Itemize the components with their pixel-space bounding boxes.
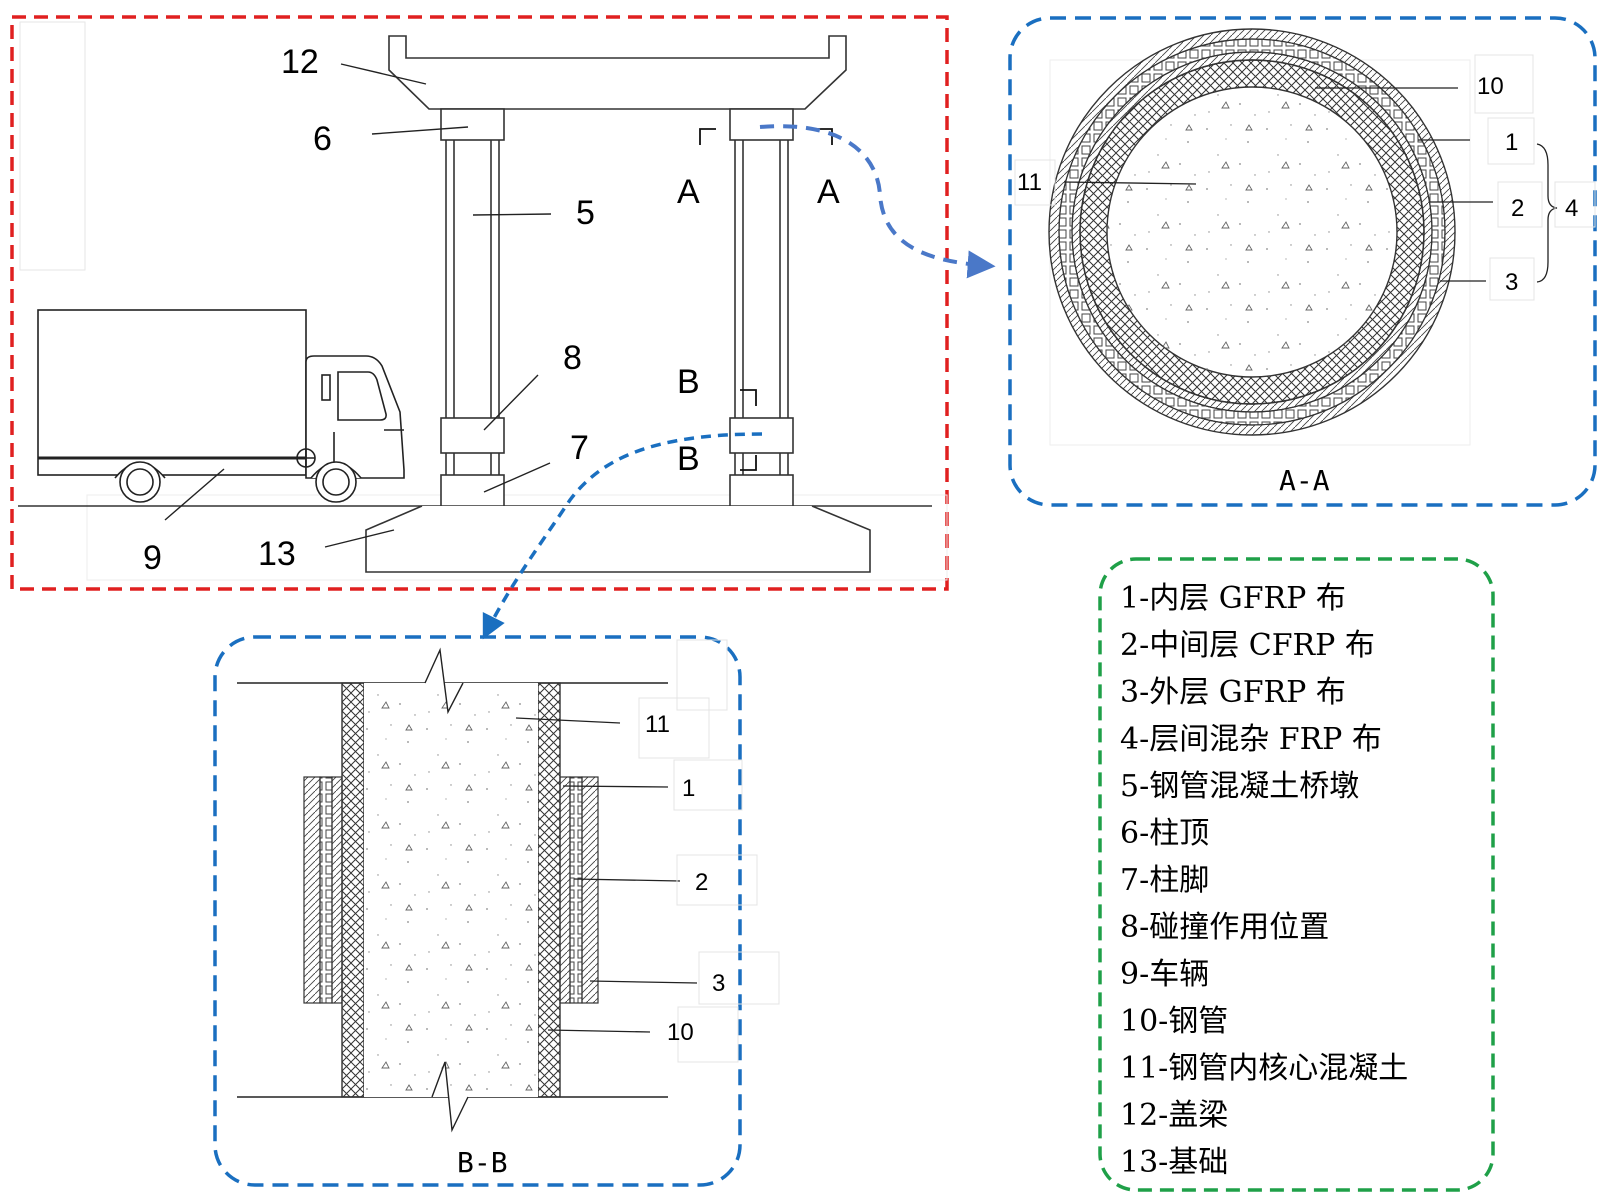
legend-list: 1-内层 GFRP 布 2-中间层 CFRP 布 3-外层 GFRP 布 4-层… [1120,575,1480,1186]
pier-left [440,108,505,508]
legend-item: 4-层间混杂 FRP 布 [1120,722,1382,757]
aa-labels: 10 1 2 3 4 11 A-A [1017,73,1578,497]
cap-beam [388,35,847,110]
legend-item: 3-外层 GFRP 布 [1120,675,1346,710]
elevation-leaders [164,63,552,548]
elevation-labels: 12 6 5 8 7 9 13 A A B B [143,43,840,577]
cut-mark-b-top: B [677,363,700,401]
elevation-view: 12 6 5 8 7 9 13 A A B B [10,15,949,591]
label-column-foot: 7 [570,429,589,467]
bb-inner-gfrp-left [331,776,343,1004]
cut-mark-b-bottom: B [677,440,700,478]
pier-right [729,108,794,508]
vehicle [37,309,405,503]
arrow-to-section-aa [759,124,996,279]
bb-break-bottom [431,1061,469,1133]
bb-steel-tube-right [537,682,561,1098]
aa-label-middle-cfrp: 2 [1511,195,1524,222]
cut-mark-a-right: A [817,173,840,211]
section-aa: 10 1 2 3 4 11 A-A [1008,16,1597,507]
label-vehicle: 9 [143,539,162,577]
foundation [365,505,871,573]
cut-mark-a-left: A [677,173,700,211]
legend-item: 8-碰撞作用位置 [1120,910,1330,945]
arrow-to-section-bb [482,432,763,640]
bb-middle-cfrp-right [569,776,583,1004]
column-top-right [729,108,794,141]
label-impact-position: 8 [563,339,582,377]
legend-item: 5-钢管混凝土桥墩 [1120,769,1360,804]
column-foot-left [440,474,505,508]
section-bb: 11 1 2 3 10 B-B [213,635,780,1187]
legend-item: 1-内层 GFRP 布 [1120,581,1346,616]
bb-label-steel-tube: 10 [667,1019,694,1046]
bb-label-middle-cfrp: 2 [695,869,708,896]
bb-middle-cfrp-left [319,776,333,1004]
legend-item: 2-中间层 CFRP 布 [1120,628,1375,663]
bb-break-top [424,647,464,715]
column-top-left [440,108,505,141]
bb-labels: 11 1 2 3 10 B-B [457,711,725,1179]
aa-label-inner-gfrp: 1 [1505,129,1518,156]
legend-item: 12-盖梁 [1120,1098,1229,1133]
bb-leaders [515,717,698,1033]
bb-label-inner-gfrp: 1 [682,775,695,802]
impact-wrap-left [440,417,505,454]
bb-outer-gfrp-right [581,776,599,1004]
section-bb-frame [213,635,742,1187]
bb-steel-tube-left [341,682,365,1098]
label-pier: 5 [576,194,595,232]
aa-label-hybrid-frp: 4 [1565,195,1578,222]
aa-label-steel-tube: 10 [1477,73,1504,100]
aa-label-outer-gfrp: 3 [1505,269,1518,296]
aa-label-core-concrete: 11 [1017,169,1042,196]
label-foundation: 13 [258,535,296,573]
label-cap-beam: 12 [281,43,319,81]
bb-outer-gfrp-left [303,776,321,1004]
elevation-frame [10,15,949,591]
cut-marks [699,128,833,471]
label-column-top: 6 [313,120,332,158]
aa-leaders [1063,87,1558,283]
bb-label-core-concrete: 11 [645,711,670,738]
legend-item: 7-柱脚 [1120,863,1210,898]
legend-item: 11-钢管内核心混凝土 [1120,1051,1409,1086]
section-aa-title: A-A [1279,464,1330,497]
legend-item: 9-车辆 [1120,957,1210,992]
legend-frame [1098,557,1495,1192]
legend-item: 6-柱顶 [1120,816,1210,851]
section-bb-title: B-B [457,1146,508,1179]
section-aa-frame [1008,16,1597,507]
column-foot-right [729,474,794,508]
legend-item: 10-钢管 [1120,1004,1229,1039]
bb-inner-gfrp-right [559,776,571,1004]
bb-label-outer-gfrp: 3 [712,970,725,997]
legend-item: 13-基础 [1120,1145,1229,1180]
